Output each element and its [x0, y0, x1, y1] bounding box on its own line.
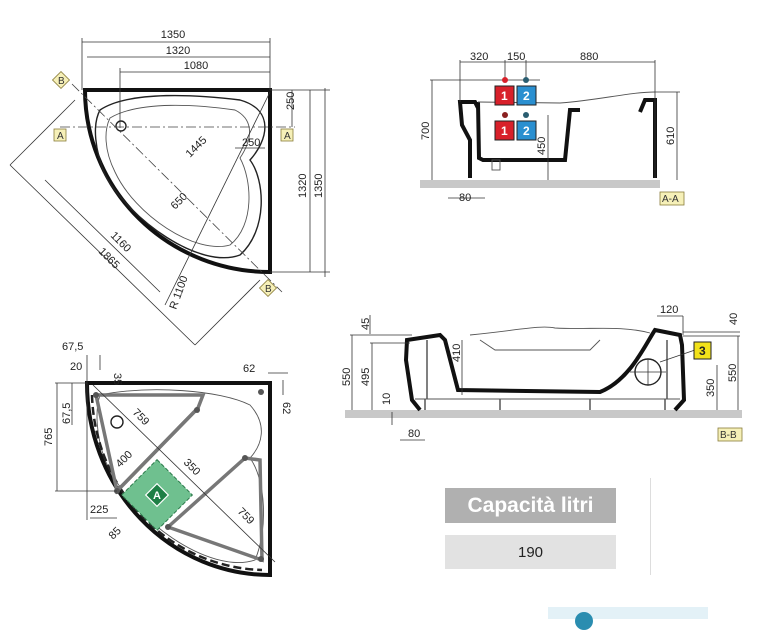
tub-basin	[105, 104, 250, 247]
partial-logo-icon	[575, 612, 593, 630]
dim-1350: 1350	[161, 29, 185, 41]
tub-section-profile	[403, 327, 687, 412]
dim-495: 495	[360, 368, 372, 386]
dim-67-5-top: 67,5	[62, 341, 83, 353]
section-tag-b-top: B	[51, 70, 71, 90]
dim-759-a: 759	[130, 407, 151, 428]
tub-outline-frame	[84, 381, 272, 578]
hot-water-badge-lower: 1	[494, 120, 515, 141]
frame-legs	[424, 340, 668, 410]
tub-rim	[94, 94, 266, 259]
floor	[420, 180, 660, 188]
dim-67-5-side: 67,5	[61, 403, 73, 424]
dim-1320: 1320	[166, 45, 190, 57]
dim-80-bb: 80	[408, 428, 420, 440]
dim-1865: 1865	[96, 246, 122, 272]
tub-outline	[82, 88, 272, 275]
section-b-b: 3 45 550 495 410 10 80 120 40 550 350 B-…	[341, 304, 743, 442]
svg-text:A: A	[57, 131, 64, 142]
dim-1320-vertical: 1320	[297, 174, 309, 198]
dim-10: 10	[381, 393, 393, 405]
dim-350: 350	[181, 457, 202, 478]
dim-80-aa: 80	[459, 192, 471, 204]
dim-1160: 1160	[108, 230, 133, 255]
section-tag-a-left: A	[53, 128, 67, 142]
dim-225: 225	[90, 504, 108, 516]
dim-320: 320	[470, 51, 488, 63]
dim-35: 35	[111, 373, 123, 385]
svg-text:A-A: A-A	[662, 194, 679, 205]
section-label-b-b: B-B	[717, 427, 743, 442]
dim-62-top: 62	[243, 363, 255, 375]
bottom-plan-view: A 67,5 20 35 62 62 67,5 765 759 759 400 …	[43, 341, 292, 578]
cold-water-badge-lower: 2	[516, 120, 537, 141]
tub-rim-outline	[96, 389, 264, 563]
svg-text:B: B	[58, 76, 65, 87]
partial-image-strip	[548, 607, 708, 619]
dim-1445: 1445	[184, 134, 210, 160]
svg-text:1: 1	[501, 89, 508, 103]
dim-40: 40	[728, 313, 740, 325]
dim-20: 20	[70, 361, 82, 373]
drain	[491, 159, 501, 171]
dim-120: 120	[660, 304, 678, 316]
dim-700: 700	[420, 122, 432, 140]
dim-250-right: 250	[285, 92, 297, 110]
section-label-a-a: A-A	[659, 191, 685, 206]
dim-759-b: 759	[235, 506, 256, 527]
tub-section-profile	[457, 98, 657, 178]
dim-880: 880	[580, 51, 598, 63]
dim-1080: 1080	[184, 60, 208, 72]
dim-610: 610	[665, 127, 677, 145]
drain-icon-bottom	[110, 415, 124, 429]
pump-badge: 3	[693, 341, 712, 360]
dim-1350-vertical: 1350	[313, 174, 325, 198]
dim-765: 765	[43, 428, 55, 446]
section-tag-a-right: A	[280, 128, 294, 142]
dim-400: 400	[114, 449, 135, 470]
dim-85: 85	[107, 525, 124, 542]
svg-text:1: 1	[501, 124, 508, 138]
dim-450: 450	[536, 137, 548, 155]
divider	[650, 478, 651, 575]
section-a-a: 1 2 1 2 320 150 880 700 610 450 80 A-A	[420, 51, 685, 206]
rim-line	[477, 91, 656, 104]
apron-dashed	[90, 394, 263, 572]
top-plan-view: 1350 1320 1080 250 1320 1350 250 1445 65…	[9, 29, 330, 346]
svg-text:B: B	[265, 284, 272, 295]
svg-text:3: 3	[699, 344, 706, 358]
frame-feet	[93, 389, 264, 562]
dim-550-left: 550	[341, 368, 353, 386]
floor	[345, 410, 742, 418]
svg-text:2: 2	[523, 89, 530, 103]
dim-45: 45	[360, 318, 372, 330]
svg-text:A: A	[284, 131, 291, 142]
svg-text:2: 2	[523, 124, 530, 138]
dim-410: 410	[451, 344, 463, 362]
cold-water-badge-upper: 2	[516, 85, 537, 106]
section-tag-b-bottom: B	[258, 278, 278, 298]
drain-icon	[115, 120, 127, 132]
access-zone-label: A	[153, 490, 161, 502]
dim-350: 350	[705, 379, 717, 397]
capacity-value: 190	[445, 535, 616, 569]
capacity-header: Capacità litri	[445, 488, 616, 523]
hot-water-badge-upper: 1	[494, 85, 515, 106]
dim-150: 150	[507, 51, 525, 63]
rim-profile	[469, 326, 651, 351]
dim-250-offset: 250	[242, 137, 260, 149]
dim-650: 650	[169, 191, 190, 212]
dim-62-side: 62	[280, 402, 292, 414]
section-line-b	[71, 83, 283, 293]
svg-text:B-B: B-B	[720, 430, 737, 441]
dim-550-right: 550	[727, 364, 739, 382]
